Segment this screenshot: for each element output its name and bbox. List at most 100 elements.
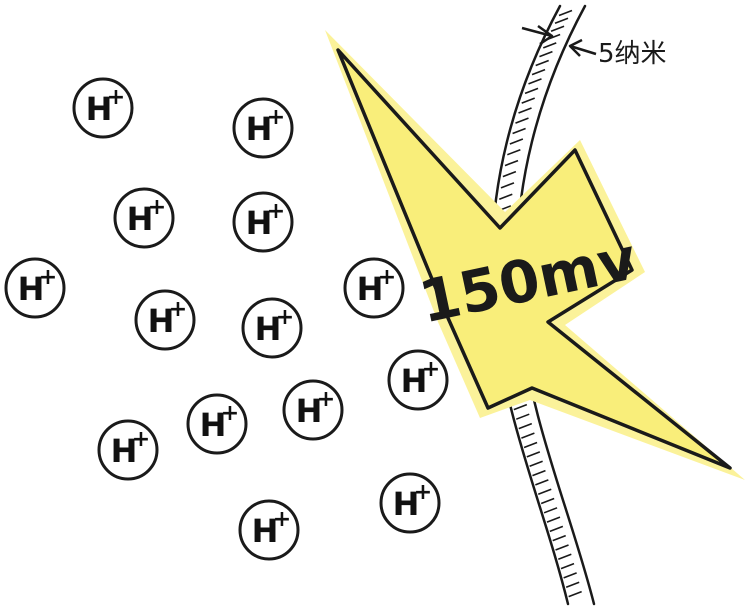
proton-ion-circle (238, 499, 300, 561)
proton-ion-symbol: H (200, 406, 227, 444)
membrane-hatch-line (543, 507, 558, 514)
proton-ion-circle (97, 419, 159, 481)
thickness-arrowhead-left (537, 24, 554, 46)
thickness-annotation: 5纳米 (521, 24, 667, 69)
membrane-hatch-line (521, 432, 535, 439)
proton-ion-symbol: H (111, 432, 138, 470)
proton-ion-circle (4, 257, 66, 319)
membrane-hatch-line (500, 182, 515, 189)
proton-ion: H+ (4, 257, 66, 319)
membrane-hatch-line (558, 553, 572, 561)
proton-ion: H+ (343, 257, 405, 319)
membrane-hatch-line (531, 68, 546, 76)
membrane-hatch-line (515, 117, 529, 124)
proton-ion-symbol: H (357, 270, 384, 308)
membrane-hatch-line (546, 516, 561, 523)
proton-ion-charge: + (317, 387, 335, 412)
membrane-hatch-line (512, 127, 526, 135)
proton-ion-symbol: H (252, 512, 279, 550)
proton-ion: H+ (72, 77, 134, 139)
membrane-hatch-line (521, 97, 535, 104)
proton-ion-circle (241, 297, 303, 359)
thickness-label: 5纳米 (598, 39, 667, 69)
proton-ion-charge: + (276, 305, 294, 330)
proton-ion: H+ (113, 187, 175, 249)
proton-ion-circle (72, 77, 134, 139)
proton-ion-symbol: H (127, 200, 154, 238)
proton-ion-group: H+H+H+H+H+H+H+H+H+H+H+H+H+H+ (4, 77, 449, 561)
proton-ion-symbol: H (255, 310, 282, 348)
proton-ion: H+ (387, 349, 449, 411)
membrane-hatch-line (502, 170, 517, 178)
membrane-hatch-line (550, 25, 565, 33)
proton-ion-circle (387, 349, 449, 411)
proton-ion-circle (379, 472, 441, 534)
proton-ion-charge: + (414, 480, 432, 505)
proton-ion-charge: + (107, 85, 125, 110)
proton-ion-charge: + (169, 297, 187, 322)
membrane-hatch-line (565, 581, 580, 588)
proton-ion-circle (343, 257, 405, 319)
proton-ion-charge: + (221, 401, 239, 426)
proton-ion-circle (232, 97, 294, 159)
membrane-hatch-line (518, 422, 533, 430)
membrane-hatch-line (515, 413, 530, 420)
proton-ion-charge: + (267, 105, 285, 130)
proton-ion-symbol: H (86, 90, 113, 128)
proton-ion-circle (186, 393, 248, 455)
thickness-arrowhead-right (568, 38, 583, 57)
proton-ion-symbol: H (18, 270, 45, 308)
proton-ion: H+ (232, 191, 294, 253)
proton-ion: H+ (186, 393, 248, 455)
membrane-hatch-line (568, 590, 582, 598)
proton-ion: H+ (134, 289, 196, 351)
proton-ion-charge: + (378, 265, 396, 290)
proton-ion: H+ (241, 297, 303, 359)
proton-ion: H+ (238, 499, 300, 561)
proton-ion-circle (134, 289, 196, 351)
proton-ion-symbol: H (246, 204, 273, 242)
membrane-hatch-line (524, 87, 539, 95)
membrane-hatch-line (549, 525, 564, 533)
proton-ion: H+ (379, 472, 441, 534)
proton-ion-symbol: H (393, 485, 420, 523)
membrane-hatch-line (523, 441, 538, 449)
membrane-hatch-line (563, 572, 577, 579)
proton-ion: H+ (97, 419, 159, 481)
membrane-hatch-line (535, 59, 549, 67)
membrane-hatch-line (518, 107, 532, 114)
proton-ion-symbol: H (246, 110, 273, 148)
proton-ion-charge: + (422, 357, 440, 382)
membrane-hatch-line (558, 9, 573, 17)
proton-ion-charge: + (132, 427, 150, 452)
membrane-hatch-line (542, 42, 557, 49)
membrane-hatch-line (539, 50, 553, 58)
proton-ion-circle (113, 187, 175, 249)
membrane-hatch-line (528, 78, 542, 85)
membrane-hatch-line (555, 544, 569, 551)
proton-ion: H+ (232, 97, 294, 159)
proton-ion-charge: + (39, 265, 57, 290)
proton-ion-charge: + (148, 195, 166, 220)
membrane-hatch-line (540, 497, 555, 505)
membrane-hatch-line (529, 460, 543, 467)
proton-ion-circle (232, 191, 294, 253)
membrane-hatch-line (504, 159, 519, 167)
thickness-arrow-right (569, 44, 597, 56)
membrane-hatch-line (507, 148, 521, 156)
membrane-hatch-line (513, 403, 528, 411)
proton-ion-symbol: H (148, 302, 175, 340)
proton-ion-charge: + (273, 507, 291, 532)
proton-ion: H+ (282, 379, 344, 441)
membrane-hatch-line (532, 469, 546, 477)
voltage-bolt: 150mv (325, 30, 745, 480)
membrane-hatch-line (535, 479, 549, 486)
membrane-hatch-line (554, 17, 569, 25)
proton-ion-symbol: H (296, 392, 323, 430)
membrane-hatch-line (560, 562, 575, 570)
membrane-hatch-line (499, 193, 513, 201)
membrane-hatch-line (509, 138, 524, 145)
membrane-hatch-line (537, 488, 552, 495)
